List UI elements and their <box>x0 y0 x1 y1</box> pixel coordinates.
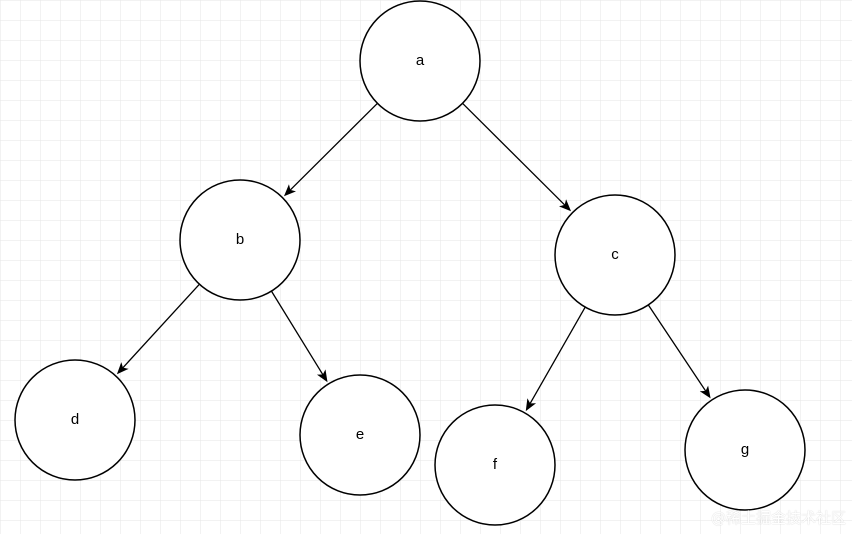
edges-layer <box>116 102 711 412</box>
nodes-layer: a b c d e f g <box>14 0 806 526</box>
node-circle-c <box>554 194 676 316</box>
arrowhead-b-e <box>316 369 328 383</box>
node-label-b: b <box>236 231 244 248</box>
node-e: e <box>299 374 421 496</box>
edge-c-g <box>647 304 707 392</box>
node-label-d: d <box>71 411 79 428</box>
arrowhead-a-b <box>283 184 296 197</box>
watermark: @稀土掘金技术社区 <box>710 509 846 527</box>
node-label-c: c <box>611 246 619 263</box>
node-d: d <box>14 359 136 481</box>
edge-b-e <box>270 290 324 375</box>
node-circle-a <box>359 0 481 122</box>
node-circle-e <box>299 374 421 496</box>
node-label-f: f <box>493 456 498 473</box>
node-f: f <box>434 404 556 526</box>
arrowhead-b-d <box>116 362 129 375</box>
node-label-a: a <box>416 52 425 69</box>
arrowhead-c-g <box>699 385 711 399</box>
edge-a-c <box>462 102 566 206</box>
arrowhead-a-c <box>559 199 572 212</box>
node-circle-d <box>14 359 136 481</box>
edge-b-d <box>122 283 200 369</box>
node-circle-f <box>434 404 556 526</box>
arrowhead-c-f <box>525 398 537 412</box>
node-c: c <box>554 194 676 316</box>
node-circle-b <box>179 179 301 301</box>
node-circle-g <box>684 389 806 511</box>
edge-a-b <box>289 102 378 191</box>
node-label-g: g <box>741 441 749 458</box>
edge-c-f <box>529 306 586 404</box>
node-label-e: e <box>356 426 364 443</box>
node-a: a <box>359 0 481 122</box>
node-g: g <box>684 389 806 511</box>
node-b: b <box>179 179 301 301</box>
